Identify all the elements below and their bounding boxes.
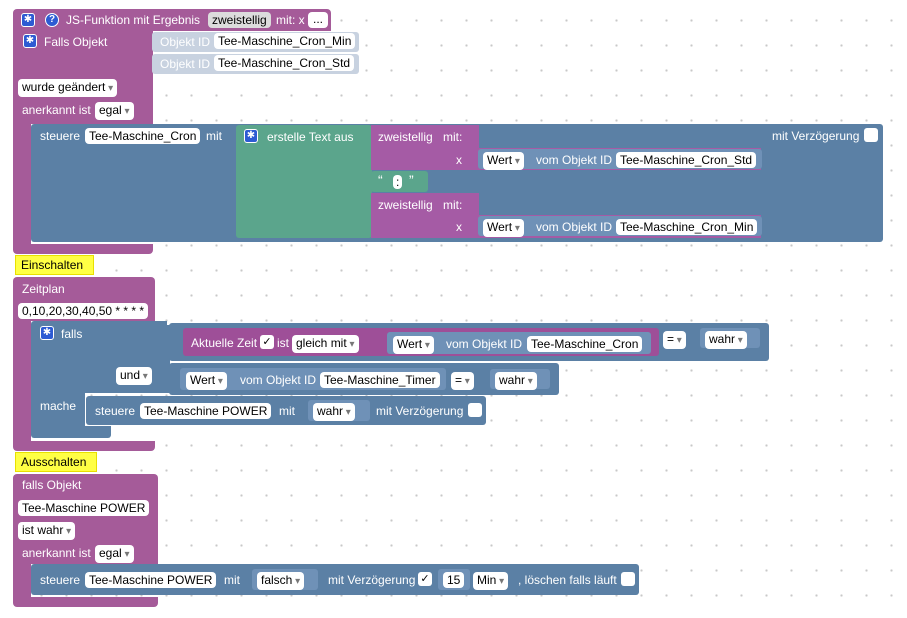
function-name-field[interactable]: zweistellig: [208, 12, 271, 28]
mache-label: mache: [40, 399, 77, 413]
control-target-field[interactable]: Tee-Maschine_Cron: [85, 128, 201, 144]
gear-icon[interactable]: ✱: [244, 129, 258, 143]
mit-label: mit: [279, 404, 295, 418]
ack-label: anerkannt ist: [22, 546, 91, 560]
trigger-block-2-bottom: [13, 597, 158, 607]
steuere-label: steuere: [95, 404, 136, 418]
src-field-2[interactable]: Tee-Maschine_Cron_Min: [616, 219, 758, 235]
delay-label: mit Verzögerung: [376, 404, 464, 418]
oid-label: Objekt ID: [160, 57, 211, 71]
call-name: zweistellig: [378, 198, 433, 212]
cron-src-field[interactable]: Tee-Maschine_Cron: [527, 336, 643, 352]
falls-label: falls: [61, 327, 83, 341]
schedule-label: Zeitplan: [22, 282, 65, 296]
eq-dropdown-2[interactable]: =: [451, 372, 474, 390]
trigger-block-2[interactable]: [13, 474, 158, 564]
function-params: mit: x: [276, 13, 305, 27]
function-title: JS-Funktion mit Ergebnis: [66, 13, 201, 27]
comment-einschalten-text: Einschalten: [21, 258, 84, 272]
oid-field-2[interactable]: Tee-Maschine_Cron_Std: [214, 55, 355, 71]
x-label: x: [456, 220, 462, 234]
ack-label: anerkannt ist: [22, 103, 91, 117]
call-mit: mit:: [443, 130, 463, 144]
delay-checkbox[interactable]: ✓: [418, 572, 432, 586]
call-name: zweistellig: [378, 130, 433, 144]
steuere-label: steuere: [40, 129, 81, 143]
comment-ausschalten[interactable]: [15, 452, 97, 472]
delay-label: mit Verzögerung: [772, 129, 860, 143]
object-field[interactable]: Tee-Maschine POWER: [18, 500, 150, 516]
create-text-label: erstelle Text aus: [267, 130, 354, 144]
cron-field[interactable]: 0,10,20,30,40,50 * * * *: [18, 303, 149, 319]
gear-icon[interactable]: ✱: [21, 13, 35, 27]
off-target-field[interactable]: Tee-Maschine POWER: [85, 572, 217, 588]
delay-unit-dropdown[interactable]: Min: [473, 572, 509, 590]
vom-objekt-id-label: vom Objekt ID: [536, 220, 613, 234]
timer-src-field[interactable]: Tee-Maschine_Timer: [320, 372, 440, 388]
wahr-dropdown-3[interactable]: wahr: [313, 403, 355, 421]
steuere-label: steuere: [40, 573, 81, 587]
gear-icon[interactable]: ✱: [23, 34, 37, 48]
wert-dropdown[interactable]: Wert: [186, 372, 227, 390]
wert-dropdown[interactable]: Wert: [393, 336, 434, 354]
vom-objekt-id-label: vom Objekt ID: [240, 373, 317, 387]
changed-dropdown[interactable]: wurde geändert: [18, 79, 118, 97]
wert-dropdown[interactable]: Wert: [483, 152, 524, 170]
delay-checkbox[interactable]: [864, 128, 878, 142]
oid-field-1[interactable]: Tee-Maschine_Cron_Min: [214, 33, 356, 49]
und-dropdown[interactable]: und: [116, 367, 152, 385]
ack-dropdown[interactable]: egal: [95, 545, 134, 563]
comment-einschalten[interactable]: [15, 255, 94, 275]
colon-field[interactable]: :: [393, 175, 403, 189]
clear-label: , löschen falls läuft: [518, 573, 617, 587]
trigger-block-bottom: [13, 244, 153, 254]
actual-time-checkbox[interactable]: ✓: [260, 335, 274, 349]
quote-close: ”: [409, 172, 414, 188]
ist-wahr-dropdown[interactable]: ist wahr: [18, 522, 76, 540]
help-icon[interactable]: ?: [45, 13, 59, 27]
actual-time-label: Aktuelle Zeit: [191, 336, 258, 350]
delay-amount-field[interactable]: 15: [443, 572, 465, 588]
delay-label: mit Verzögerung: [328, 573, 416, 587]
oid-label: Objekt ID: [160, 35, 211, 49]
if-block-bottom: [31, 426, 111, 438]
ack-dropdown[interactable]: egal: [95, 102, 134, 120]
power-target-field[interactable]: Tee-Maschine POWER: [140, 403, 272, 419]
wahr-dropdown-1[interactable]: wahr: [705, 331, 747, 349]
mit-label: mit: [206, 129, 222, 143]
schedule-block-bottom: [13, 441, 155, 451]
ist-label: ist: [277, 336, 289, 350]
trigger-block-2-left: [13, 564, 31, 598]
vom-objekt-id-label: vom Objekt ID: [536, 153, 613, 167]
trigger-block-left: [13, 124, 31, 244]
wahr-dropdown-2[interactable]: wahr: [495, 372, 537, 390]
wert-dropdown[interactable]: Wert: [483, 219, 524, 237]
equal-dropdown[interactable]: gleich mit: [292, 335, 359, 353]
falsch-dropdown[interactable]: falsch: [257, 572, 305, 590]
x-label: x: [456, 153, 462, 167]
vom-objekt-id-label: vom Objekt ID: [446, 337, 523, 351]
falls-objekt-label: falls Objekt: [22, 478, 82, 492]
schedule-block-left: [13, 321, 31, 441]
call-mit: mit:: [443, 198, 463, 212]
delay-checkbox[interactable]: [468, 403, 482, 417]
clear-checkbox[interactable]: [621, 572, 635, 586]
eq-dropdown-1[interactable]: =: [663, 331, 686, 349]
function-dots[interactable]: ...: [308, 12, 329, 28]
src-field-1[interactable]: Tee-Maschine_Cron_Std: [616, 152, 757, 168]
comment-ausschalten-text: Ausschalten: [21, 455, 87, 469]
gear-icon[interactable]: ✱: [40, 326, 54, 340]
falls-objekt-label: Falls Objekt: [44, 35, 108, 49]
create-text-block[interactable]: [236, 125, 372, 238]
quote-open: “: [378, 172, 383, 188]
mit-label: mit: [224, 573, 240, 587]
